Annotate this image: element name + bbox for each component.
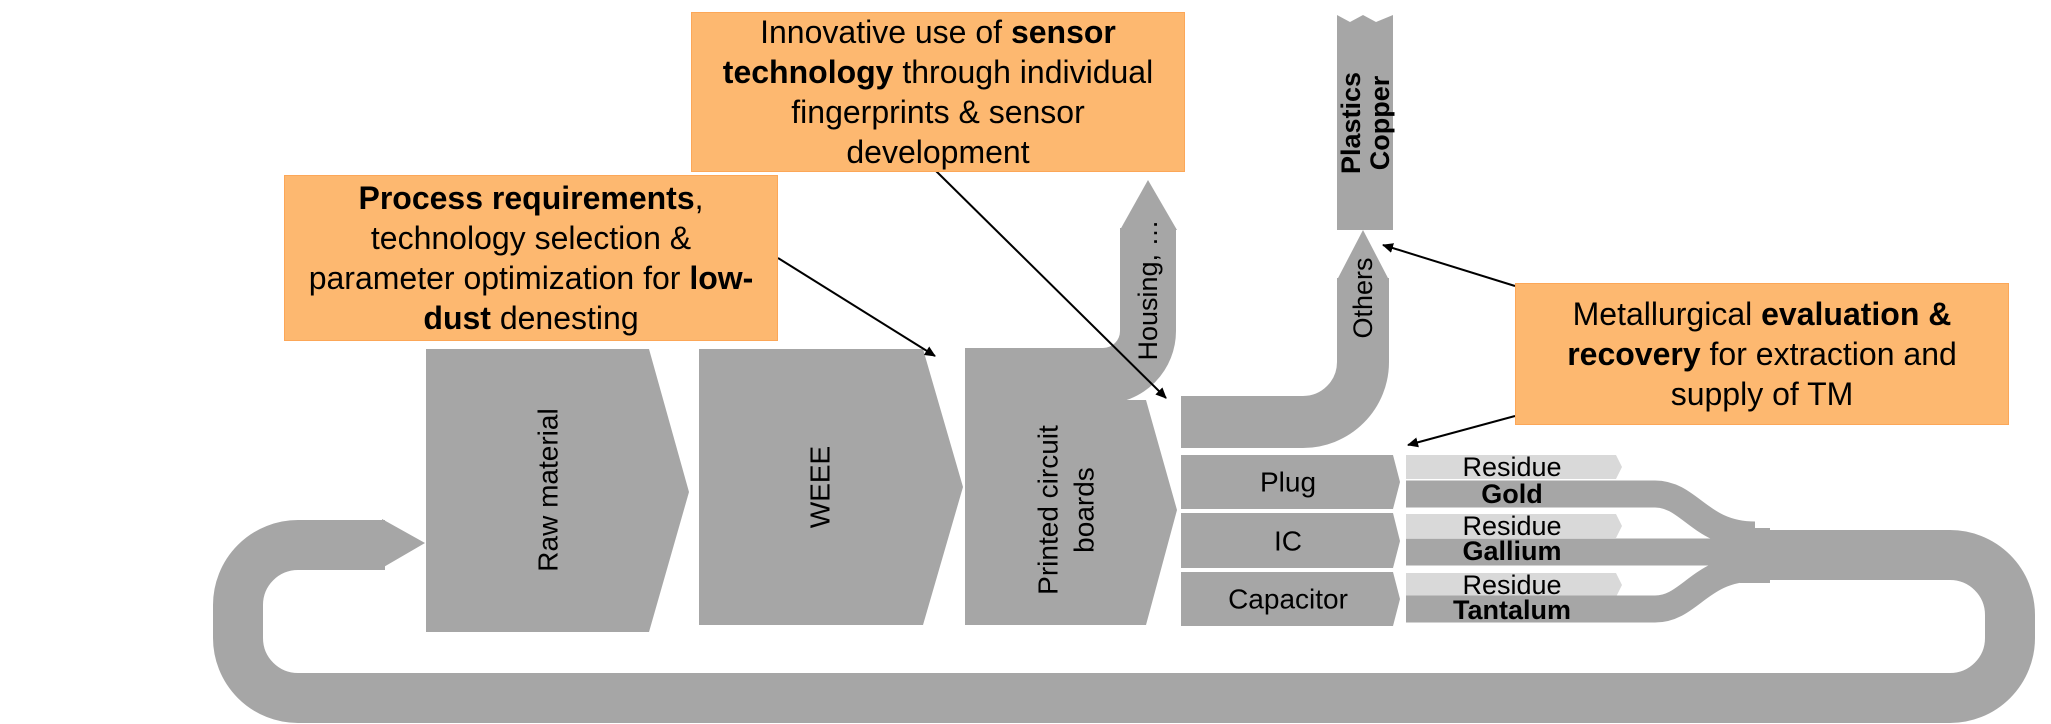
metallurgy-callout-part2: for extraction and supply of TM: [1670, 336, 1957, 412]
capacitor-label: Capacitor: [1228, 584, 1348, 615]
residue-bar-gallium: [1406, 514, 1622, 538]
gold-label: Gold: [1481, 479, 1543, 509]
process-callout-part1: , technology selection & parameter optim…: [308, 180, 704, 296]
gold-stream: [1406, 480, 1756, 549]
process-callout-arrow: [777, 257, 936, 357]
process-callout-text: Process requirements, technology selecti…: [285, 178, 777, 338]
sensor-callout-part2: through individual fingerprints & sensor…: [791, 54, 1154, 170]
residue-label-gallium: Residue: [1462, 511, 1561, 541]
copper-label: Copper: [1365, 75, 1395, 170]
metallurgy-callout-arrow-bottom: [1407, 415, 1516, 448]
others-branch: [1181, 278, 1389, 448]
residue-label-tantalum: Residue: [1462, 570, 1561, 600]
sensor-technology-callout: Innovative use of sensor technology thro…: [691, 12, 1185, 172]
ic-label: IC: [1274, 526, 1302, 557]
pcb-label-line1: Printed circuit: [1033, 425, 1064, 595]
housing-arrow-head: [1120, 180, 1177, 230]
residue-bar-tantalum: [1406, 573, 1622, 597]
process-callout-bold1: Process requirements: [358, 180, 695, 216]
sensor-callout-text: Innovative use of sensor technology thro…: [692, 12, 1184, 172]
merge-junction: [1740, 528, 1770, 583]
housing-branch: [1088, 228, 1176, 404]
capacitor-chevron: [1181, 572, 1400, 626]
others-label: Others: [1348, 257, 1378, 338]
plastics-copper-bar: [1337, 15, 1393, 230]
metallurgy-callout-part1: Metallurgical: [1572, 296, 1762, 332]
pcb-label-line2: boards: [1069, 467, 1100, 553]
pcb-label: Printed circuit boards: [1033, 425, 1100, 595]
residue-label-gold: Residue: [1462, 452, 1561, 482]
weee-chevron: [699, 349, 963, 625]
housing-label: Housing, …: [1133, 219, 1163, 360]
metallurgy-callout-text: Metallurgical evaluation & recovery for …: [1516, 294, 2008, 414]
process-requirements-callout: Process requirements, technology selecti…: [284, 175, 778, 341]
others-arrow-head: [1337, 230, 1389, 280]
process-callout-part2: denesting: [490, 300, 639, 336]
plug-label: Plug: [1260, 467, 1316, 498]
plug-chevron: [1181, 455, 1400, 509]
raw-material-chevron: [426, 349, 689, 632]
raw-material-label: Raw material: [533, 408, 564, 571]
recycling-loop: [213, 520, 2035, 723]
plastics-label: Plastics: [1336, 72, 1366, 174]
metallurgy-callout-arrow-top: [1382, 243, 1516, 287]
loop-arrow-head: [382, 519, 425, 568]
printed-circuit-boards-chevron: [965, 348, 1177, 625]
sensor-callout-bold: sensor technology: [722, 14, 1116, 90]
gallium-label: Gallium: [1462, 536, 1561, 566]
residue-bar-gold: [1406, 455, 1622, 479]
weee-label: WEEE: [805, 446, 836, 528]
tantalum-stream: [1406, 554, 1756, 623]
sensor-callout-part1: Innovative use of: [760, 14, 1011, 50]
process-callout-bold2: low-dust: [423, 260, 754, 336]
metallurgical-evaluation-callout: Metallurgical evaluation & recovery for …: [1515, 283, 2009, 425]
ic-chevron: [1181, 513, 1400, 568]
tantalum-label: Tantalum: [1453, 595, 1571, 625]
metallurgy-callout-bold: evaluation & recovery: [1567, 296, 1952, 372]
sensor-callout-arrow: [934, 169, 1167, 399]
